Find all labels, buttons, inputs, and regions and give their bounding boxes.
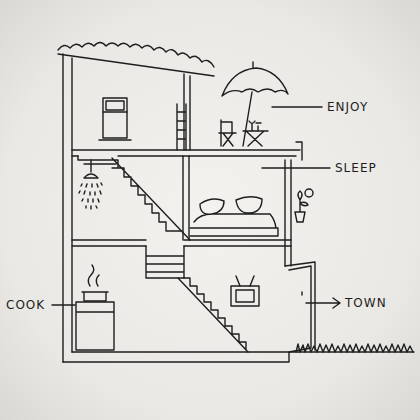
grass: [296, 344, 413, 352]
room-label: SLEEP: [335, 162, 377, 174]
ladder: [177, 104, 186, 150]
town-arrow: [306, 298, 340, 308]
shower-drops: [79, 183, 102, 209]
tv-details: [236, 276, 254, 302]
cooking-pot: [82, 265, 108, 301]
sleep-leader: [262, 167, 330, 168]
door: [285, 262, 315, 352]
lower-stair: [178, 278, 248, 352]
shower: [84, 160, 98, 178]
floor-slab: [72, 150, 300, 156]
flower: [305, 189, 313, 197]
roof-tiles: [58, 43, 214, 77]
tv: [231, 286, 259, 306]
room-label: COOK: [6, 299, 45, 311]
window-frame: [99, 101, 131, 140]
table: [243, 121, 268, 146]
ground: [63, 352, 414, 362]
upper-stair: [78, 156, 190, 240]
destination-label: TOWN: [345, 297, 387, 309]
lower-slab: [72, 240, 291, 246]
terrace-edge: [296, 142, 302, 160]
stove: [76, 302, 114, 350]
left-wall: [63, 54, 72, 362]
chair: [219, 120, 236, 146]
bed: [190, 197, 278, 236]
enjoy-leader: [272, 106, 322, 107]
partition: [183, 156, 189, 240]
middle-stair: [146, 246, 184, 278]
right-wall: [285, 160, 291, 266]
room-label: ENJOY: [327, 101, 368, 113]
cook-leader: [52, 304, 75, 305]
